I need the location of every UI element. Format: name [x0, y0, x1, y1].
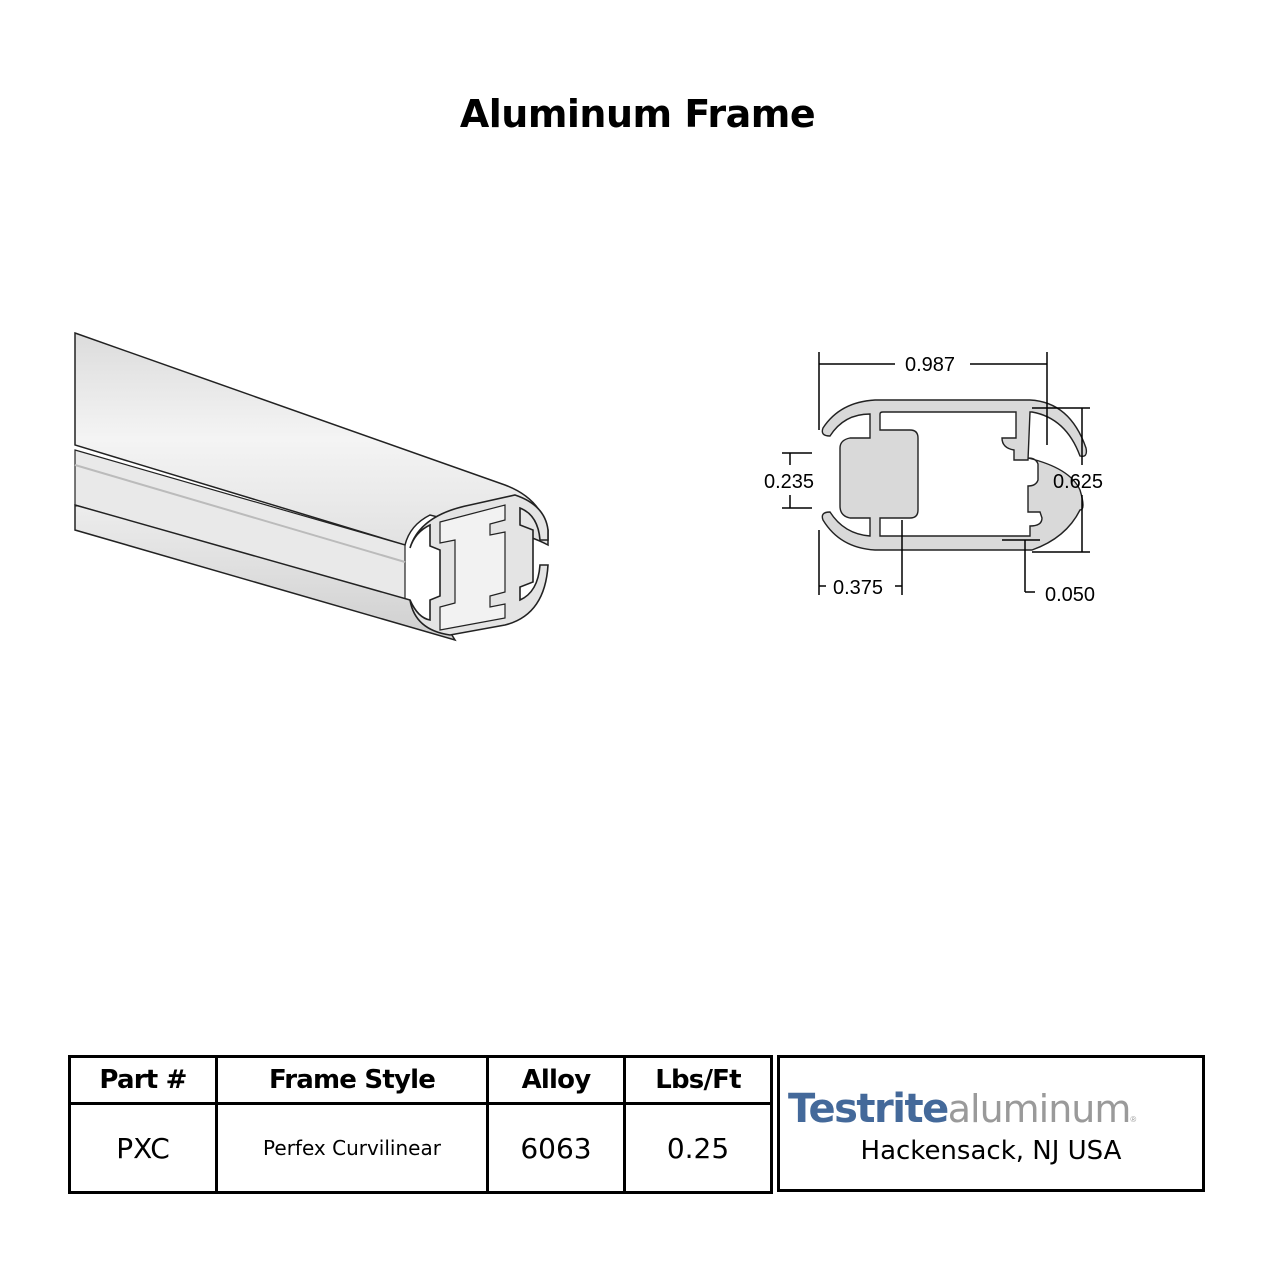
table-row: PXC Perfex Curvilinear 6063 0.25 — [68, 1102, 773, 1194]
brand-name-light: aluminum — [947, 1087, 1132, 1131]
cell-frame-style: Perfex Curvilinear — [215, 1102, 489, 1194]
cell-part: PXC — [68, 1102, 218, 1194]
brand-logo: Testritealuminum® — [788, 1086, 1136, 1132]
page-title: Aluminum Frame — [459, 92, 816, 136]
cross-section-drawing: 0.987 0.625 0.235 0.375 0.050 — [764, 352, 1103, 606]
dim-overall-width: 0.987 — [905, 354, 955, 376]
profile-shape — [821, 399, 1088, 551]
header-frame-style: Frame Style — [215, 1055, 489, 1105]
table-header-row: Part # Frame Style Alloy Lbs/Ft — [68, 1055, 773, 1105]
brand-location: Hackensack, NJ USA — [860, 1136, 1122, 1166]
brand-name-bold: Testrite — [788, 1086, 949, 1132]
dim-channel-depth: 0.375 — [833, 577, 883, 599]
dim-opening: 0.235 — [764, 471, 814, 493]
header-lbs-ft: Lbs/Ft — [623, 1055, 773, 1105]
registered-mark: ® — [1130, 1115, 1137, 1124]
cell-lbs-ft: 0.25 — [623, 1102, 773, 1194]
cell-alloy: 6063 — [486, 1102, 626, 1194]
header-alloy: Alloy — [486, 1055, 626, 1105]
extrusion-3d-illustration — [74, 331, 549, 642]
brand-box: Testritealuminum® Hackensack, NJ USA — [777, 1055, 1205, 1192]
header-part: Part # — [68, 1055, 218, 1105]
dim-overall-height: 0.625 — [1053, 471, 1103, 493]
spec-table: Part # Frame Style Alloy Lbs/Ft PXC Perf… — [68, 1055, 773, 1194]
dim-wall-thickness: 0.050 — [1045, 584, 1095, 606]
